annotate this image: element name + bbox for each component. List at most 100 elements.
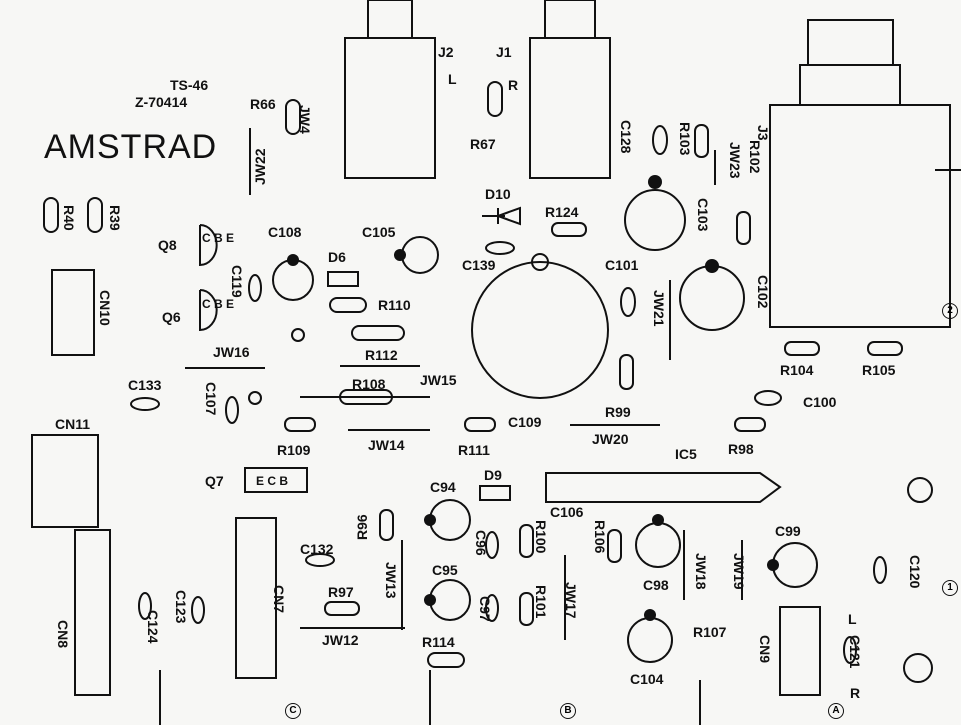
marker-circle-c: C xyxy=(285,703,301,719)
label-c94: C94 xyxy=(430,479,456,495)
label-c97: C97 xyxy=(477,596,493,622)
resistor-r102 xyxy=(736,211,751,245)
label-c107: C107 xyxy=(203,382,219,416)
jack-j1-socket xyxy=(544,0,596,39)
label-r109: R109 xyxy=(277,442,311,458)
capacitor-c139 xyxy=(485,241,515,255)
label-c103: C103 xyxy=(695,198,711,232)
via-hole xyxy=(248,391,262,405)
label-r112: R112 xyxy=(365,347,398,363)
label-c109: C109 xyxy=(508,414,542,430)
capacitor-c101 xyxy=(620,287,636,317)
label-c121: C121 xyxy=(847,635,863,669)
capacitor-c120 xyxy=(873,556,887,584)
label-r-top: R xyxy=(508,77,519,93)
capacitor-c98-body xyxy=(635,522,681,568)
resistor-r101 xyxy=(519,592,534,626)
label-c95: C95 xyxy=(432,562,458,578)
ic-ic5 xyxy=(545,472,782,503)
resistor-r114 xyxy=(427,652,465,668)
label-jw21: JW21 xyxy=(651,290,667,327)
resistor-r40 xyxy=(43,197,59,233)
label-q8-pins: C B E xyxy=(202,231,235,245)
via-hole xyxy=(291,328,305,342)
marker-circle-a: A xyxy=(828,703,844,719)
resistor-r96 xyxy=(379,509,394,541)
transistor-q7 xyxy=(244,467,308,493)
label-cn9: CN9 xyxy=(757,635,773,664)
capacitor-c132 xyxy=(305,553,335,567)
label-jw19: JW19 xyxy=(731,553,747,590)
resistor-r100 xyxy=(519,524,534,558)
label-c99: C99 xyxy=(775,523,801,539)
label-r114: R114 xyxy=(422,634,455,650)
label-c128: C128 xyxy=(618,120,634,154)
part-number-label: Z-70414 xyxy=(135,94,188,110)
capacitor-c107 xyxy=(225,396,239,424)
transistor-q8 xyxy=(199,224,218,267)
capacitor-c124 xyxy=(138,592,152,620)
label-j2: J2 xyxy=(438,44,454,60)
label-c120: C120 xyxy=(907,555,923,589)
resistor-r39 xyxy=(87,197,103,233)
label-d6: D6 xyxy=(328,249,346,265)
jack-j3-neck xyxy=(799,64,901,106)
label-r111: R111 xyxy=(458,442,490,458)
label-q7: Q7 xyxy=(205,473,224,489)
label-r124: R124 xyxy=(545,204,579,220)
connector-cn7 xyxy=(235,517,277,679)
label-jw16: JW16 xyxy=(213,344,250,360)
label-c100: C100 xyxy=(803,394,837,410)
model-code-label: TS-46 xyxy=(170,77,209,93)
jack-j3-socket xyxy=(807,19,894,66)
label-r97: R97 xyxy=(328,584,354,600)
transistor-q6 xyxy=(199,289,218,332)
resistor-r104 xyxy=(784,341,820,356)
label-c139: C139 xyxy=(462,257,496,273)
label-r40: R40 xyxy=(61,205,77,231)
label-c105: C105 xyxy=(362,224,396,240)
label-c133: C133 xyxy=(128,377,162,393)
capacitor-c119 xyxy=(248,274,262,302)
resistor-r109 xyxy=(284,417,316,432)
label-jw12: JW12 xyxy=(322,632,359,648)
label-jw13: JW13 xyxy=(383,562,399,599)
resistor-r106 xyxy=(607,529,622,563)
capacitor-c133 xyxy=(130,397,160,411)
label-jw23: JW23 xyxy=(727,142,743,179)
label-cn11: CN11 xyxy=(55,416,91,432)
label-l-top: L xyxy=(448,71,457,87)
label-c98: C98 xyxy=(643,577,669,593)
label-q6-pins: C B E xyxy=(202,297,235,311)
jack-j2-socket xyxy=(367,0,413,39)
label-r99: R99 xyxy=(605,404,631,420)
capacitor-c109-mark xyxy=(531,253,549,271)
capacitor-c109-body xyxy=(471,261,609,399)
resistor-r98 xyxy=(734,417,766,432)
marker-circle-b: B xyxy=(560,703,576,719)
resistor-r124 xyxy=(551,222,587,237)
label-r39: R39 xyxy=(107,205,123,231)
label-q7-pins: E C B xyxy=(256,474,289,488)
capacitor-c102-body xyxy=(679,265,745,331)
label-cn7: CN7 xyxy=(271,585,287,614)
label-r98: R98 xyxy=(728,441,754,457)
label-r108: R108 xyxy=(352,376,386,392)
label-d10: D10 xyxy=(485,186,511,202)
marker-circle-2: 2 xyxy=(942,303,958,319)
capacitor-c104-body xyxy=(627,617,673,663)
brand-label: AMSTRAD xyxy=(44,128,218,166)
capacitor-c99-body xyxy=(772,542,818,588)
label-cn8: CN8 xyxy=(55,620,71,649)
label-jw17: JW17 xyxy=(563,582,579,619)
jack-j1-body xyxy=(529,37,611,179)
resistor-r103 xyxy=(694,124,709,158)
label-c124: C124 xyxy=(145,610,161,644)
label-c96: C96 xyxy=(473,530,489,556)
connector-cn9 xyxy=(779,606,821,696)
label-r67: R67 xyxy=(470,136,496,152)
label-r100: R100 xyxy=(533,520,549,554)
capacitor-c105-body xyxy=(401,236,439,274)
